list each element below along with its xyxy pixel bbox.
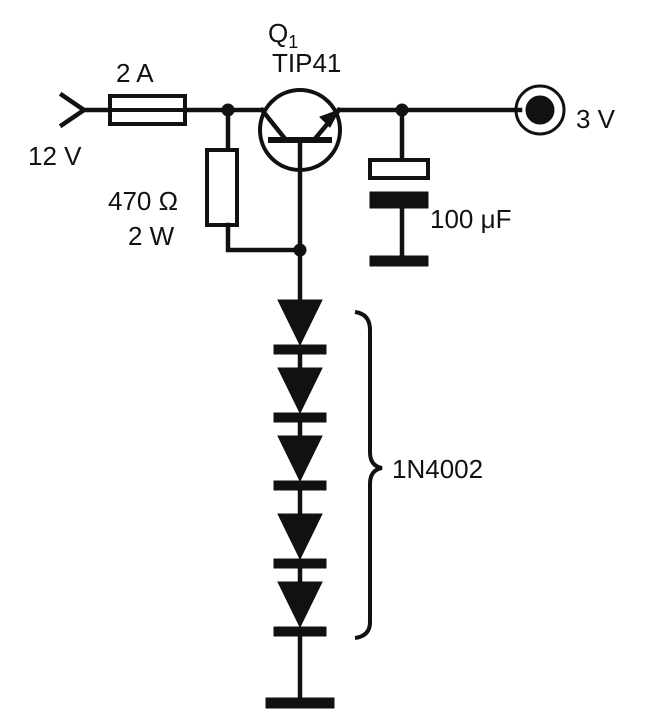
capacitor-value-label: 100 μF (430, 204, 511, 234)
capacitor-negative-plate (369, 191, 429, 209)
transistor-designator: Q1 (268, 18, 298, 52)
output-terminal-dot (525, 95, 555, 125)
diode-1 (273, 299, 327, 355)
output-voltage-label: 3 V (576, 104, 616, 134)
diode-group-brace (354, 310, 383, 640)
ground-bar (265, 697, 335, 709)
diode-5 (273, 581, 327, 637)
diode-2 (273, 367, 327, 423)
diode-3 (273, 435, 327, 491)
input-voltage-label: 12 V (28, 141, 82, 171)
fuse-rating-label: 2 A (116, 58, 154, 88)
input-terminal-arrow (58, 91, 88, 129)
diode-part-label: 1N4002 (392, 454, 483, 484)
resistor-power-label: 2 W (128, 221, 175, 251)
transistor-part-label: TIP41 (272, 48, 341, 78)
resistor-symbol (205, 148, 239, 227)
output-terminal-ring (514, 84, 566, 136)
transistor-emitter-arrow (319, 109, 341, 128)
wire-resistor-base (225, 222, 303, 253)
transistor-collector-lead (258, 106, 290, 144)
capacitor-positive-plate (368, 158, 430, 180)
capacitor-ground-bar (369, 255, 429, 267)
diode-4 (273, 513, 327, 569)
resistor-value-label: 470 Ω (108, 186, 178, 216)
